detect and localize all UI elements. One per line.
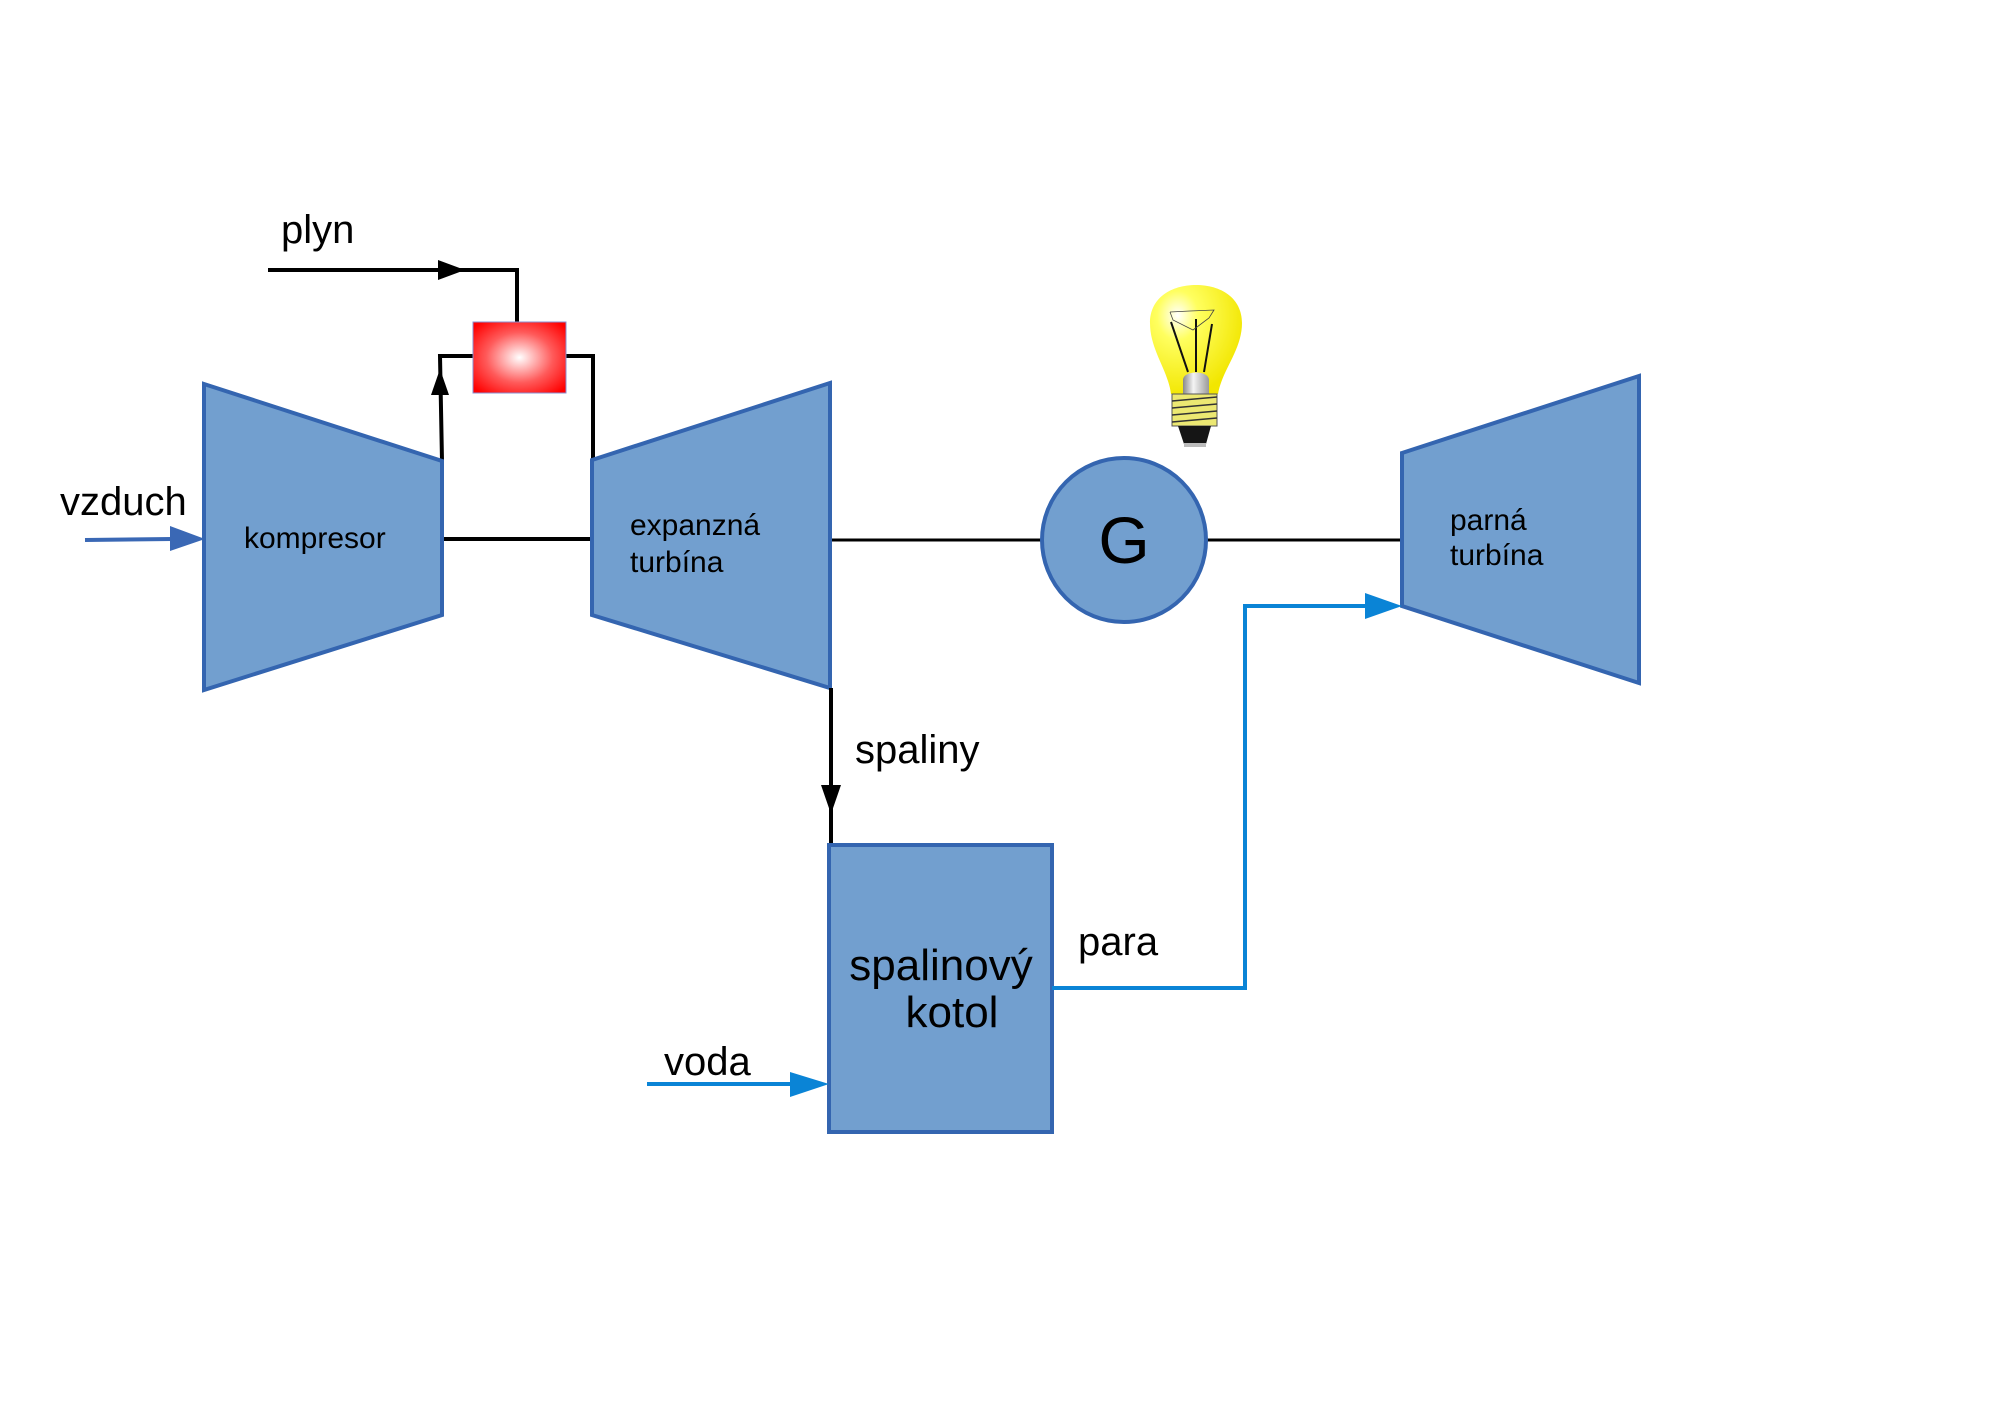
steam-turbine-label-line1: parná	[1450, 504, 1527, 537]
steam-line	[1052, 604, 1367, 990]
compressor-label: kompresor	[244, 522, 386, 555]
air-label: vzduch	[60, 480, 187, 524]
water-inlet-arrowhead	[790, 1072, 829, 1097]
steam-arrowhead	[1365, 593, 1402, 619]
water-label: voda	[664, 1040, 751, 1084]
generator-label: G	[1098, 503, 1149, 577]
gas-turbine-label-line2: turbína	[630, 546, 724, 579]
fuel-line	[268, 268, 519, 322]
boiler-label-line2: kotol	[906, 988, 999, 1037]
combustion-chamber	[472, 321, 567, 394]
compressed-air-line	[437, 354, 473, 462]
hot-gas-line	[566, 354, 595, 461]
steam-turbine	[1400, 373, 1641, 686]
steam-label: para	[1078, 920, 1159, 964]
gas-turbine-label-line1: expanzná	[630, 509, 760, 542]
heat-recovery-boiler	[827, 843, 1054, 1134]
compressed-air-arrowhead	[431, 369, 449, 395]
compressor	[202, 381, 444, 693]
generator	[1040, 456, 1208, 624]
fuel-arrowhead	[438, 260, 465, 280]
air-inlet-line	[84, 537, 173, 542]
fuel-label: plyn	[281, 208, 354, 252]
air-inlet-arrowhead	[170, 526, 205, 551]
exhaust-arrowhead	[821, 785, 841, 814]
light-bulb-icon	[1150, 285, 1242, 447]
steam-turbine-label-line2: turbína	[1450, 539, 1544, 572]
exhaust-label: spaliny	[855, 728, 980, 772]
boiler-label-line1: spalinový	[849, 941, 1032, 990]
